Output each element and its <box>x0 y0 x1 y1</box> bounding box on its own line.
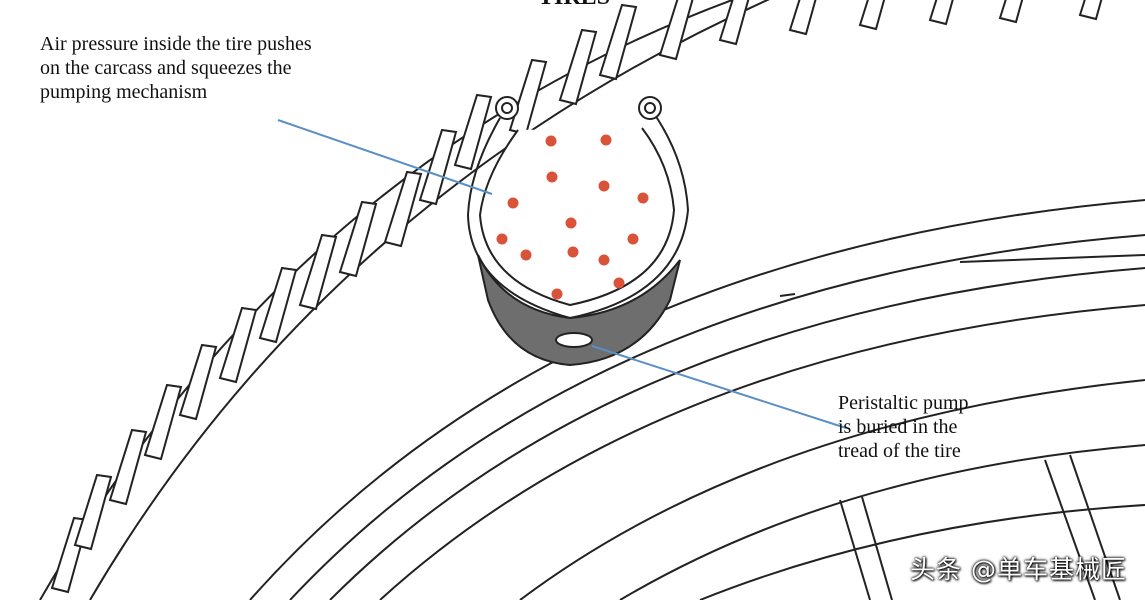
air-dot <box>496 233 508 245</box>
tread-sipe <box>788 0 817 36</box>
air-dot <box>520 249 532 261</box>
air-dot <box>565 217 577 229</box>
bead-left-hole <box>501 102 513 114</box>
diagram-title-fragment: TIRES <box>538 0 610 11</box>
tread-sipe <box>108 428 148 506</box>
leader-line-air <box>277 119 493 195</box>
carcass-outer <box>466 114 690 320</box>
rim-short <box>959 254 1145 263</box>
pump-channel <box>555 332 593 348</box>
tread-sipe <box>218 306 258 384</box>
leader-line-pump <box>591 345 847 429</box>
air-dot <box>637 192 649 204</box>
spoke-2b <box>1069 454 1121 600</box>
spoke-1b <box>861 496 893 600</box>
air-dot <box>600 134 612 146</box>
air-dot <box>598 180 610 192</box>
air-pressure-annotation: Air pressure inside the tire pushes on t… <box>40 33 312 103</box>
tread-sipe <box>858 0 886 31</box>
air-dot <box>507 197 519 209</box>
bead-right-hole <box>644 102 656 114</box>
rim-arc-7 <box>699 504 1145 600</box>
tread-sipe <box>73 473 113 551</box>
tread-sipe <box>718 0 750 46</box>
air-dot <box>627 233 639 245</box>
tread-sipe <box>558 28 598 106</box>
tread-sipe <box>338 200 378 278</box>
rim-tick <box>779 293 796 297</box>
spoke-2 <box>1044 459 1096 600</box>
tread-sipe <box>258 266 298 344</box>
rim-arc-4 <box>379 304 1145 600</box>
spoke-1 <box>839 499 871 600</box>
carcass-inner <box>478 127 676 307</box>
tread-sipe <box>383 170 423 248</box>
pump-cross-section <box>466 96 690 367</box>
air-dot <box>613 277 625 289</box>
watermark: 头条 @单车基械匠 <box>910 555 1127 584</box>
tread-sipe <box>658 0 694 61</box>
tread-sipe <box>508 58 548 136</box>
air-dot <box>545 135 557 147</box>
air-dot <box>551 288 563 300</box>
rim-arc-5 <box>519 379 1145 600</box>
air-dot <box>598 254 610 266</box>
air-dot <box>567 246 579 258</box>
tread-sipe <box>453 93 493 171</box>
tread-sipe <box>998 0 1024 24</box>
rim-arc-3 <box>329 267 1145 600</box>
tread-sipe <box>928 0 954 26</box>
tread-sipe <box>418 128 458 206</box>
tread-sipe <box>143 383 183 461</box>
tread-sipe <box>598 3 638 81</box>
rim-arc-2 <box>289 234 1145 600</box>
rim-arc-6 <box>619 444 1145 600</box>
tread-block <box>477 254 681 367</box>
pump-annotation: Peristaltic pump is buried in the tread … <box>838 392 969 462</box>
tread-sipe <box>178 343 218 421</box>
tread-sipe <box>1078 0 1103 21</box>
air-dot <box>546 171 558 183</box>
tread-sipe <box>298 233 338 311</box>
